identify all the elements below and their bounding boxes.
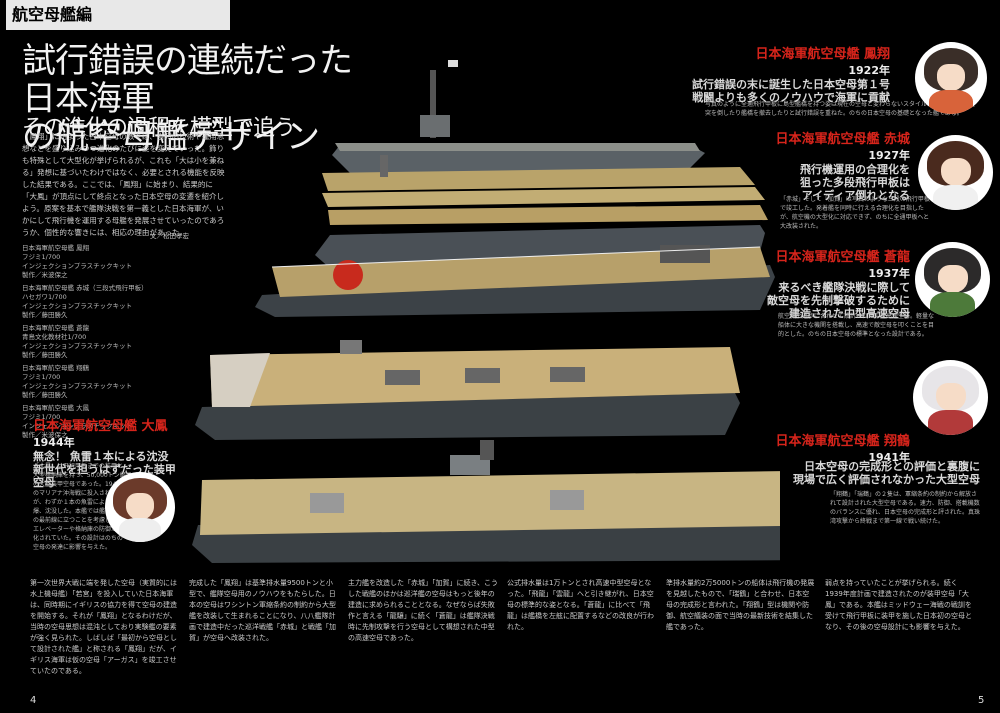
akagi-heading: 日本海軍航空母艦 赤城 (775, 132, 910, 147)
taiho-heading: 日本海軍航空母艦 大鳳 (33, 419, 168, 434)
shokaku-character-avatar (913, 360, 988, 435)
body-column: 公式排水量は1万トンとされ高速中型空母となった。「飛龍」「雲龍」へと引き継がれ、… (507, 579, 654, 631)
page-subtitle: その進化の過程を模型で追う (22, 116, 296, 141)
byline: 文／松田孝宏 (150, 232, 189, 240)
body-column: 主力艦を改造した「赤城」「加賀」に続き、こうした戦艦のほかは巡洋艦の空母はもっと… (348, 579, 498, 642)
soryu-character-avatar (915, 242, 990, 317)
soryu-tagline-2: 敵空母を先制撃破するために (767, 294, 910, 307)
intro-text: 「鳳翔」に始まった日本空母の数々は、当時の技術や運用思想などを盛り込みつつ進化の… (22, 132, 225, 237)
hosho-character-avatar (915, 42, 987, 114)
hosho-year: 1922年 (848, 64, 890, 77)
title-line-1: 試行錯誤の連続だった日本海軍 (22, 41, 353, 119)
body-column: 完成した「鳳翔」は基準排水量9500トンと小型で、艦隊空母用のノウハウをもたらし… (189, 579, 336, 642)
shokaku-tagline-1: 日本空母の完成形との評価と裏腹に (804, 460, 980, 473)
soryu-tagline-1: 来るべき艦隊決戦に際して (778, 281, 910, 294)
taiho-body: 「大鳳」は飛行甲板までの装甲と大型格納庫を持つ、50,000トン級の大型装甲空母… (33, 463, 127, 551)
soryu-section: 日本海軍航空母艦 蒼龍 1937年 来るべき艦隊決戦に際して 敵空母を先制撃破す… (735, 246, 910, 320)
page-title: 試行錯誤の連続だった日本海軍 の航空母艦デザイン (22, 41, 353, 157)
akagi-tagline-1: 飛行機運用の合理化を (800, 163, 910, 176)
akagi-character-avatar (918, 135, 993, 210)
ship-models-photo (192, 60, 780, 563)
body-columns: 第一次世界大戦に端を発した空母（実質的には水上機母艦）「若宮」を投入していた日本… (30, 578, 975, 693)
hosho-heading: 日本海軍航空母艦 鳳翔 (755, 47, 890, 62)
shokaku-section: 日本海軍航空母艦 翔鶴 1941年 (770, 430, 910, 465)
hosho-body: 写真のように全通飛行甲板に島型艦橋を持つ姿は現在の空母と変わらないスタイルだが、… (705, 101, 975, 117)
soryu-body: 航空機の進歩に合わせて設計された中型高速空母。軽量な船体に大きな機関を搭載し、高… (778, 313, 935, 338)
body-column: 第一次世界大戦に端を発した空母（実質的には水上機母艦）「若宮」を投入していた日本… (30, 579, 177, 675)
body-column: 準排水量約2万5000トンの船体は飛行機の発展を見越したもので、「瑞鶴」と合わせ… (666, 579, 815, 631)
body-column: 弱点を持っていたことが挙げられる。続く1939年度計画で建造されたのが装甲空母「… (825, 579, 972, 631)
akagi-tagline-2: 狙った多段飛行甲板は (800, 176, 910, 189)
shokaku-heading: 日本海軍航空母艦 翔鶴 (775, 434, 910, 449)
taiho-year: 1944年 (33, 436, 75, 449)
taiho-tagline-1: 無念！ 魚雷１本による沈没 (33, 450, 169, 463)
ship-soryu (255, 245, 775, 317)
akagi-section: 日本海軍航空母艦 赤城 1927年 飛行機運用の合理化を 狙った多段飛行甲板は … (730, 128, 910, 202)
hosho-tagline-2: 戦闘よりも多くのノウハウで海軍に貢献 (692, 91, 890, 104)
page-number-left: 4 (30, 695, 37, 706)
section-tab: 航空母艦編 (0, 0, 230, 30)
title-line-2: の航空母艦デザイン (22, 117, 320, 157)
akagi-year: 1927年 (868, 149, 910, 162)
ship-hosho (332, 60, 705, 173)
soryu-year: 1937年 (868, 267, 910, 280)
soryu-tagline-3: 建造された中型高速空母 (789, 307, 910, 320)
shokaku-year: 1941年 (868, 451, 910, 464)
shokaku-taglines: 日本空母の完成形との評価と裏腹に 現場で広く評価されなかった大型空母 (770, 460, 980, 486)
hosho-section: 日本海軍航空母艦 鳳翔 1922年 試行錯誤の末に誕生した日本空母第１号 戦闘よ… (690, 43, 890, 104)
taiho-character-avatar (105, 472, 175, 542)
page-number-right: 5 (978, 695, 985, 706)
shokaku-body: 「翔鶴」「瑞鶴」の２隻は、軍縮条約の制約から解放されて設計された大型空母である。… (830, 491, 980, 525)
hosho-tagline-1: 試行錯誤の末に誕生した日本空母第１号 (692, 78, 890, 91)
ship-shokaku (195, 340, 740, 440)
soryu-heading: 日本海軍航空母艦 蒼龍 (775, 250, 910, 265)
akagi-tagline-3: アイディア倒れとなる (801, 189, 910, 202)
shokaku-tagline-2: 現場で広く評価されなかった大型空母 (793, 473, 980, 486)
akagi-body: 「赤城」そして「加賀」は写真のような三段の飛行甲板で竣工した。発着艦を同時に行え… (780, 196, 930, 230)
ship-taiho (192, 440, 780, 563)
